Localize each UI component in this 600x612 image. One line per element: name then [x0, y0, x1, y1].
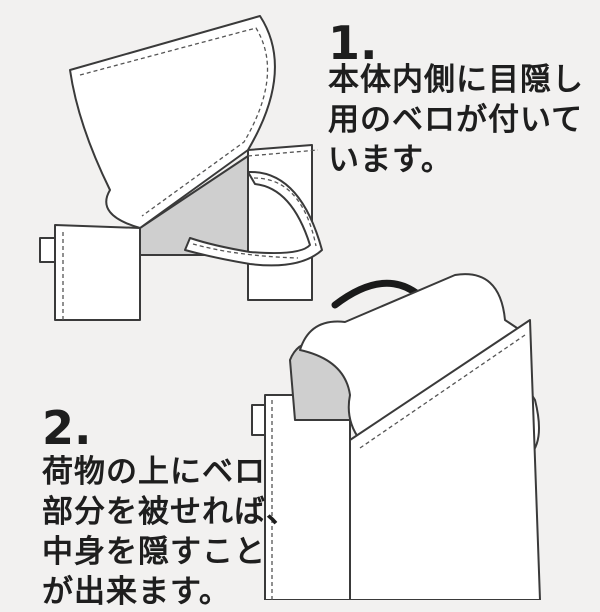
- step-1-line: 本体内側に目隠し: [328, 62, 584, 98]
- step-1-number: 1.: [328, 16, 378, 70]
- step-2-line: 中身を隠すこと: [42, 534, 266, 570]
- step-2-line: が出来ます。: [42, 574, 231, 610]
- step-1-line: います。: [328, 142, 453, 178]
- step-2-line: 部分を被せれば、: [42, 494, 298, 530]
- bag-illustration-open: [39, 15, 323, 321]
- bag-illustration-closed: [251, 273, 541, 600]
- side-tab-2: [251, 404, 266, 436]
- step-2-line: 荷物の上にベロ: [42, 454, 266, 490]
- side-tab: [39, 237, 56, 263]
- bag-front-left: [54, 224, 141, 321]
- step-1-line: 用のベロが付いて: [328, 102, 584, 138]
- step-1-description: 本体内側に目隠し 用のベロが付いて います。: [328, 60, 584, 180]
- step-2-description: 荷物の上にベロ 部分を被せれば、 中身を隠すこと が出来ます。: [42, 452, 298, 612]
- raised-flap: [69, 15, 276, 229]
- step-2-number: 2.: [42, 401, 92, 455]
- bag-front-panel: [349, 319, 541, 600]
- bag-strap: [184, 170, 323, 267]
- rolled-flap: [299, 273, 521, 441]
